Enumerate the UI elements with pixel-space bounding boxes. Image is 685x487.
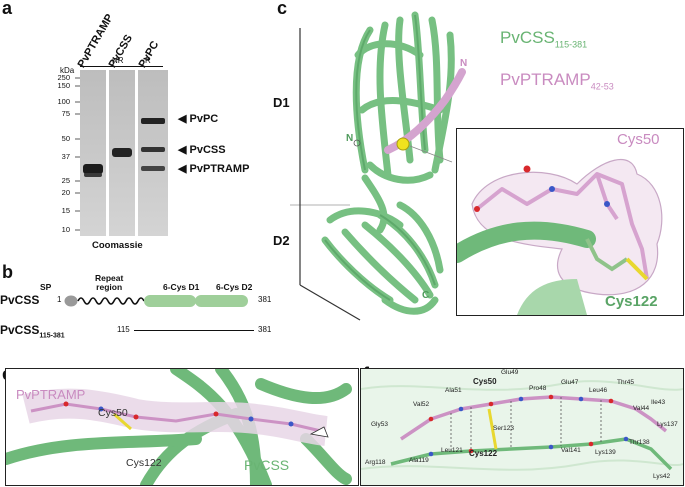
n-terminus-css: N bbox=[346, 133, 354, 144]
protein-name: PvCSS bbox=[0, 293, 40, 307]
res-thr138: Thr138 bbox=[629, 439, 650, 446]
res-lys139: Lys139 bbox=[595, 449, 616, 456]
repeat-region bbox=[77, 297, 145, 305]
domain-d2 bbox=[195, 295, 248, 307]
res-lys137: Lys137 bbox=[657, 421, 678, 428]
res-glu47: Glu47 bbox=[561, 379, 579, 386]
res-ala119: Ala119 bbox=[409, 457, 429, 464]
construct-line bbox=[134, 330, 254, 331]
res-gly53: Gly53 bbox=[371, 421, 388, 428]
res-cys50: Cys50 bbox=[473, 377, 497, 386]
d2-label: 6-Cys D2 bbox=[216, 282, 253, 292]
sp-domain bbox=[64, 295, 78, 307]
arrow-pvpc: ◀ PvPC bbox=[178, 113, 219, 125]
e-ptramp-label: PvPTRAMP bbox=[16, 387, 86, 402]
d1-region-label: D1 bbox=[273, 95, 290, 110]
n-terminus-ptramp: N bbox=[460, 58, 468, 69]
arrow-pvcss: ◀ PvCSS bbox=[178, 144, 226, 156]
res-thr45: Thr45 bbox=[617, 379, 634, 386]
construct-start: 115 bbox=[117, 325, 130, 334]
nr-label: NR bbox=[112, 56, 124, 65]
nr-bracket bbox=[80, 66, 160, 67]
res-ala51: Ala51 bbox=[445, 387, 462, 394]
pvcss-title: PvCSS115-381 bbox=[500, 28, 588, 50]
marker-ticks bbox=[75, 77, 80, 231]
end-residue: 381 bbox=[258, 295, 272, 304]
domain-d1 bbox=[144, 295, 196, 307]
d1-label: 6-Cys D1 bbox=[163, 282, 200, 292]
res-arg118: Arg118 bbox=[365, 459, 386, 466]
panel-e: PvPTRAMP Cys50 Cys122 PvCSS bbox=[5, 368, 359, 486]
marker-50: 50 bbox=[61, 134, 70, 143]
domain-bar bbox=[64, 295, 248, 307]
res-leu46: Leu46 bbox=[589, 387, 608, 394]
d2-region-label: D2 bbox=[273, 233, 290, 248]
disulfide-bond bbox=[396, 137, 410, 151]
res-ser123: Ser123 bbox=[493, 425, 514, 432]
res-glu49: Glu49 bbox=[501, 369, 519, 376]
panel-label-b: b bbox=[2, 262, 13, 282]
marker-250: 250 bbox=[57, 73, 70, 82]
marker-75: 75 bbox=[61, 109, 70, 118]
res-cys122: Cys122 bbox=[469, 449, 498, 458]
construct-end: 381 bbox=[258, 325, 272, 334]
marker-37: 37 bbox=[61, 152, 70, 161]
sp-label: SP bbox=[40, 282, 52, 292]
panel-label-a: a bbox=[2, 0, 13, 18]
c-terminus: C bbox=[422, 290, 430, 301]
marker-15: 15 bbox=[61, 206, 70, 215]
panel-e-image bbox=[6, 369, 352, 485]
e-pvcss-label: PvCSS bbox=[244, 457, 290, 473]
inset-structure bbox=[457, 158, 663, 315]
pvptramp-title: PvPTRAMP42-53 bbox=[500, 70, 614, 92]
res-leu121: Leu121 bbox=[441, 447, 463, 454]
structure-svg bbox=[290, 11, 466, 321]
marker-10: 10 bbox=[61, 225, 70, 234]
res-val52: Val52 bbox=[413, 401, 430, 408]
e-cys50-label: Cys50 bbox=[98, 407, 128, 419]
arrow-pvptramp: ◀ PvPTRAMP bbox=[178, 163, 250, 175]
marker-25: 25 bbox=[61, 176, 70, 185]
gel-panel: PvPTRAMP PvCSS PvPC NR R kDa 250 150 100… bbox=[0, 0, 270, 260]
panel-f: Val52 Ala51 Cys50 Glu49 Pro48 Glu47 Leu4… bbox=[360, 368, 684, 486]
construct-name: PvCSS115-381 bbox=[0, 323, 65, 340]
r-label: R bbox=[145, 56, 151, 65]
cys122-label: Cys122 bbox=[605, 293, 658, 310]
cys50-label: Cys50 bbox=[617, 131, 660, 148]
res-val44: Val44 bbox=[633, 405, 650, 412]
stain-label: Coomassie bbox=[92, 240, 143, 251]
marker-100: 100 bbox=[57, 97, 70, 106]
e-cys122-label: Cys122 bbox=[126, 457, 162, 469]
structure-panel: D1 D2 PvCSS115-381 PvPTRAMP42-53 N N C bbox=[270, 0, 685, 330]
inset-d: Cys50 Cys122 bbox=[456, 128, 684, 316]
res-ile43: Ile43 bbox=[651, 399, 666, 406]
r-bracket bbox=[137, 66, 163, 67]
kda-label: kDa bbox=[60, 66, 75, 75]
res-lys42: Lys42 bbox=[653, 473, 671, 480]
res-pro48: Pro48 bbox=[529, 385, 547, 392]
marker-150: 150 bbox=[57, 81, 70, 90]
marker-20: 20 bbox=[61, 188, 70, 197]
panel-label-c: c bbox=[277, 0, 288, 18]
res-val141: Val141 bbox=[561, 447, 581, 454]
start-residue: 1 bbox=[57, 295, 62, 304]
gel-image bbox=[80, 70, 168, 236]
panel-f-image bbox=[361, 380, 683, 471]
